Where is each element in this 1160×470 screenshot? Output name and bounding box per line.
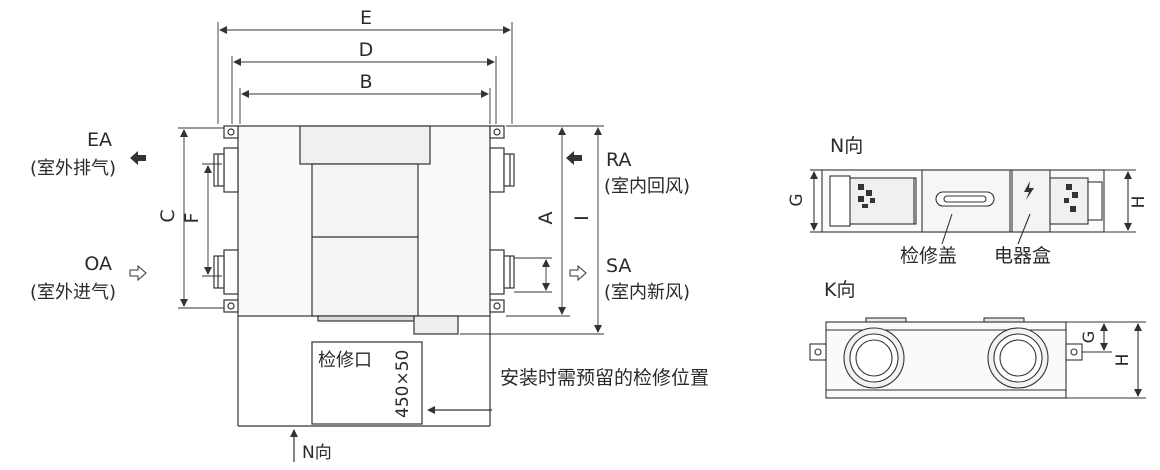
inspection-cover-label: 检修盖: [900, 245, 957, 267]
oa-code: OA: [84, 253, 112, 275]
bracket-tr: [489, 125, 505, 139]
duct-collar-sa: [489, 249, 515, 295]
dim-b: B: [359, 71, 372, 93]
n-view: [810, 169, 1136, 245]
dimension-lines: [178, 22, 604, 335]
ea-code: EA: [87, 129, 112, 151]
dim-a: A: [535, 212, 557, 225]
ra-desc: (室内回风): [604, 176, 690, 197]
bottom-lug: [317, 315, 415, 322]
k-dim-g: G: [1079, 331, 1098, 343]
n-view-labels: N向 G H 检修盖 电器盒: [787, 135, 1149, 267]
bracket-br: [489, 299, 505, 313]
maintenance-note: 安装时需预留的检修位置: [500, 367, 709, 389]
sa-arrow-icon: [569, 264, 587, 282]
bracket-bl: [223, 299, 239, 313]
dim-c: C: [157, 209, 179, 222]
label-pattern-icon: [858, 184, 875, 208]
ea-desc: (室外排气): [30, 158, 116, 179]
oa-arrow-icon: [129, 264, 147, 282]
dim-f: F: [181, 213, 203, 224]
electrical-box-label: 电器盒: [994, 245, 1051, 267]
duct-collar-ra: [489, 147, 515, 193]
bracket-tl: [223, 125, 239, 139]
k-view: [809, 317, 1146, 399]
dim-d: D: [359, 39, 374, 61]
k-bracket-right: [1065, 343, 1083, 361]
k-dim-h: H: [1113, 354, 1133, 367]
access-panel-box: [311, 341, 423, 425]
port-arrows: [129, 151, 587, 282]
dim-e: E: [360, 7, 372, 29]
n-dim-h: H: [1129, 196, 1149, 209]
access-panel-label: 检修口: [318, 350, 372, 371]
center-module-top: [299, 125, 431, 165]
duct-collar-ea: [213, 147, 239, 193]
center-module: [311, 163, 419, 317]
bottom-box: [413, 315, 459, 335]
port-labels: EA (室外排气) OA (室外进气) RA (室内回风) SA (室内新风): [30, 129, 690, 303]
dim-i: I: [571, 215, 593, 221]
oa-desc: (室外进气): [30, 282, 116, 303]
k-bracket-left: [809, 343, 827, 361]
access-panel-labels: 检修口 450×50 安装时需预留的检修位置 N向: [302, 350, 709, 463]
electric-bolt-icon: [1024, 181, 1034, 200]
n-direction-marker: N向: [302, 443, 332, 463]
n-dim-g: G: [787, 193, 807, 206]
sa-code: SA: [606, 255, 631, 277]
ra-arrow-icon: [566, 151, 582, 165]
k-view-title: K向: [824, 279, 855, 301]
top-view: [178, 22, 604, 462]
duct-collar-oa: [213, 249, 239, 295]
duct-opening-left: [843, 327, 905, 389]
k-view-labels: K向 G H: [824, 279, 1133, 366]
n-view-title: N向: [830, 135, 863, 157]
label-pattern-icon-2: [1064, 184, 1078, 212]
electrical-box: [1011, 169, 1051, 233]
ra-code: RA: [606, 149, 631, 171]
ea-arrow-icon: [130, 151, 146, 165]
access-panel-size: 450×50: [393, 350, 413, 418]
duct-opening-right: [987, 327, 1049, 389]
dimension-labels: E D B C F A I: [157, 7, 593, 225]
sa-desc: (室内新风): [604, 282, 690, 303]
